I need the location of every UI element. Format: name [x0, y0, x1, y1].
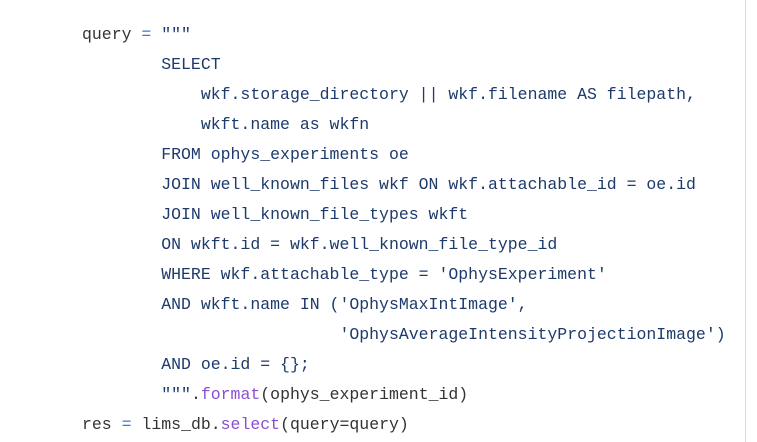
- code-indent: [82, 325, 339, 344]
- code-token-str: SELECT: [161, 55, 221, 74]
- code-token-id: [132, 25, 142, 44]
- code-indent: [82, 295, 161, 314]
- code-token-id: query: [82, 25, 132, 44]
- code-indent: [82, 55, 161, 74]
- code-token-id: lims_db.: [141, 415, 221, 434]
- code-token-str: AND wkft.name IN ('OphysMaxIntImage',: [161, 295, 528, 314]
- code-indent: [82, 265, 161, 284]
- code-indent: [82, 145, 161, 164]
- code-token-str: WHERE wkf.attachable_type = 'OphysExperi…: [161, 265, 607, 284]
- code-token-str: wkft.name as wkfn: [200, 115, 370, 134]
- code-line: AND wkft.name IN ('OphysMaxIntImage',: [82, 290, 726, 320]
- code-token-op: =: [121, 415, 132, 434]
- code-line: wkf.storage_directory || wkf.filename AS…: [82, 80, 726, 110]
- code-token-str: FROM ophys_experiments oe: [161, 145, 409, 164]
- code-indent: [82, 355, 161, 374]
- code-token-str: """: [161, 385, 191, 404]
- code-token-id: [112, 415, 122, 434]
- code-token-str: ON wkft.id = wkf.well_known_file_type_id: [161, 235, 558, 254]
- code-line: res = lims_db.select(query=query): [82, 410, 726, 440]
- code-text[interactable]: query = """ SELECT wkf.storage_directory…: [82, 20, 726, 440]
- code-token-id: res: [82, 415, 112, 434]
- code-token-fn: format: [200, 385, 261, 404]
- code-line: """.format(ophys_experiment_id): [82, 380, 726, 410]
- code-token-fn: select: [220, 415, 281, 434]
- code-line: FROM ophys_experiments oe: [82, 140, 726, 170]
- code-indent: [82, 235, 161, 254]
- code-token-id: [151, 25, 161, 44]
- code-token-str: AND oe.id = {};: [161, 355, 310, 374]
- code-line: query = """: [82, 20, 726, 50]
- code-token-str: JOIN well_known_files wkf ON wkf.attacha…: [161, 175, 696, 194]
- code-token-str: wkf.storage_directory || wkf.filename AS…: [200, 85, 696, 104]
- code-line: SELECT: [82, 50, 726, 80]
- code-line: JOIN well_known_files wkf ON wkf.attacha…: [82, 170, 726, 200]
- code-token-id: [132, 415, 142, 434]
- code-line: ON wkft.id = wkf.well_known_file_type_id: [82, 230, 726, 260]
- code-indent: [82, 85, 201, 104]
- code-token-id: .: [190, 385, 201, 404]
- code-token-op: =: [141, 25, 152, 44]
- code-line: wkft.name as wkfn: [82, 110, 726, 140]
- code-indent: [82, 385, 161, 404]
- code-token-str: JOIN well_known_file_types wkft: [161, 205, 469, 224]
- code-indent: [82, 205, 161, 224]
- code-line: AND oe.id = {};: [82, 350, 726, 380]
- code-line: JOIN well_known_file_types wkft: [82, 200, 726, 230]
- code-token-id: (ophys_experiment_id): [260, 385, 469, 404]
- code-line: WHERE wkf.attachable_type = 'OphysExperi…: [82, 260, 726, 290]
- code-indent: [82, 115, 201, 134]
- code-indent: [82, 175, 161, 194]
- code-token-str: 'OphysAverageIntensityProjectionImage'): [339, 325, 726, 344]
- right-border-divider: [745, 0, 746, 442]
- code-token-id: (query=query): [280, 415, 409, 434]
- code-line: 'OphysAverageIntensityProjectionImage'): [82, 320, 726, 350]
- code-token-str: """: [161, 25, 191, 44]
